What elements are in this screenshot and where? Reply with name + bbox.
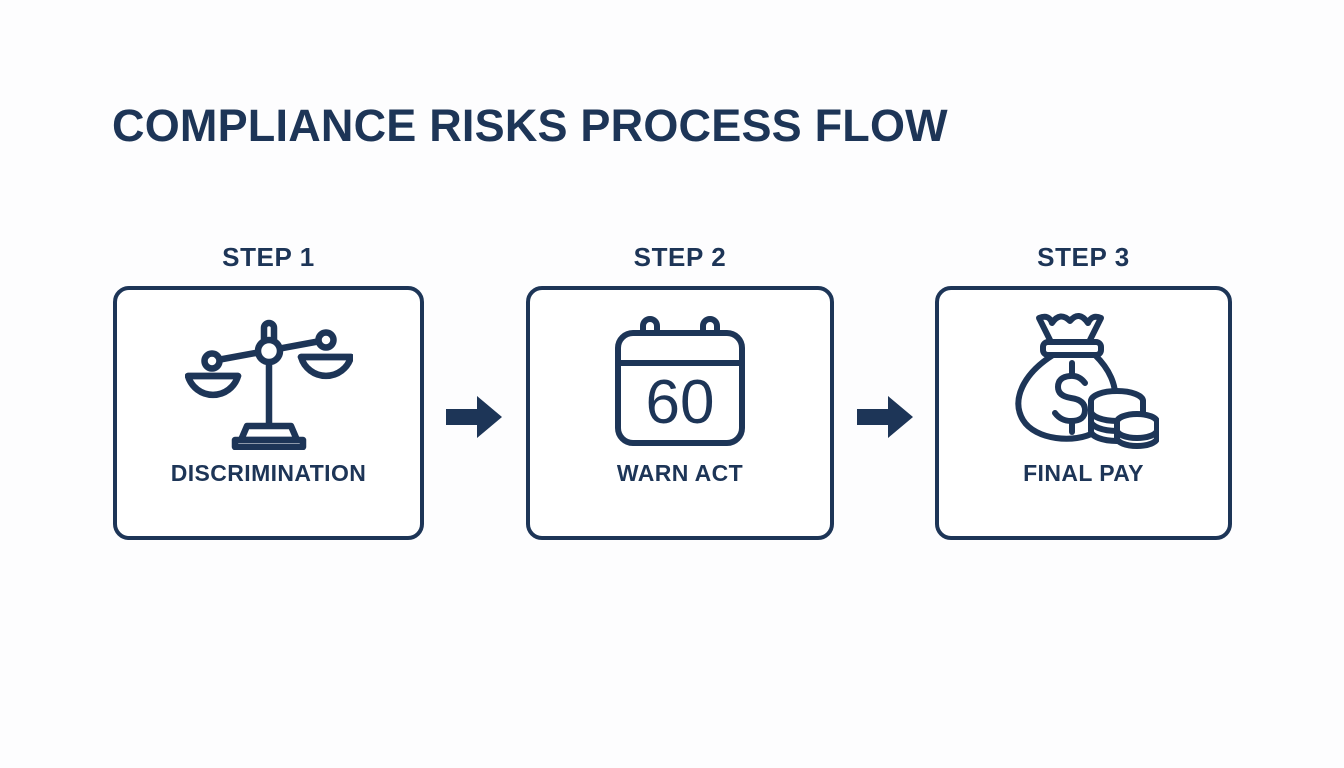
calendar-number: 60 [646, 368, 715, 437]
step-2-card-body[interactable]: 60 WARN ACT [526, 286, 834, 540]
right-arrow-icon [857, 396, 913, 438]
step-3-label: FINAL PAY [1023, 460, 1144, 486]
step-card-3[interactable]: STEP 3 [935, 240, 1232, 540]
step-1-label: DISCRIMINATION [170, 460, 367, 486]
step-3-title: STEP 3 [1037, 242, 1130, 272]
step-3-card-body[interactable]: FINAL PAY [935, 286, 1232, 540]
step-card-2[interactable]: STEP 2 60 WARN ACT [526, 240, 834, 540]
step-card-1[interactable]: STEP 1 [113, 240, 424, 540]
balance-scales-icon [184, 312, 353, 452]
step-1-card-body[interactable]: DISCRIMINATION [113, 286, 424, 540]
page-title: COMPLIANCE RISKS PROCESS FLOW [112, 100, 948, 151]
step-2-title: STEP 2 [633, 242, 727, 272]
step-2-label: WARN ACT [616, 460, 744, 486]
money-bag-coins-icon [1009, 312, 1159, 452]
calendar-60-icon: 60 [610, 312, 750, 452]
process-flow: STEP 1 [0, 240, 1344, 560]
right-arrow-icon [446, 396, 502, 438]
step-1-title: STEP 1 [222, 242, 315, 272]
